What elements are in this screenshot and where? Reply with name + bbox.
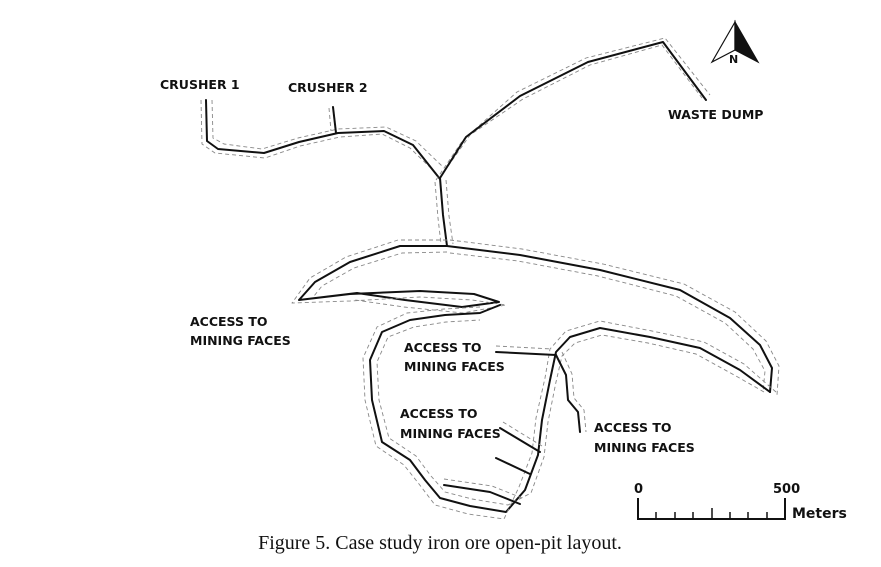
road-access-spur-east: [555, 354, 581, 433]
road-east-ramp: [446, 245, 773, 393]
scale-bar-ticks: [655, 508, 768, 519]
scale-end-label: 500: [773, 482, 800, 497]
access-label-3-line-1: ACCESS TO: [400, 406, 478, 421]
access-label-1-line-2: MINING FACES: [190, 333, 291, 348]
crusher-2-label: CRUSHER 2: [288, 80, 368, 95]
road-buffer-access-spur-2: [502, 421, 543, 447]
road-access-spur-4: [443, 484, 521, 505]
north-arrow-label: N: [729, 53, 738, 66]
scale-bar: 0 500 Meters: [634, 482, 847, 522]
road-waste-dump: [439, 41, 707, 179]
road-pit-loop: [369, 304, 771, 513]
road-buffer-crushers: [200, 99, 439, 176]
road-buffer-access-spur-1: [495, 345, 553, 350]
scale-start-label: 0: [634, 482, 643, 497]
road-buffer-waste-dump: [443, 44, 703, 173]
road-buffer-east-ramp-inner: [449, 252, 766, 393]
access-label-4-line-1: ACCESS TO: [594, 420, 672, 435]
access-label-3-line-2: MINING FACES: [400, 426, 501, 441]
access-label-4-line-2: MINING FACES: [594, 440, 695, 455]
road-buffer-upper-loop-inner: [313, 251, 448, 297]
road-buffer-main-ramp-2: [445, 179, 454, 245]
road-buffer-crushers-inner: [211, 99, 443, 167]
scale-units-label: Meters: [792, 506, 847, 522]
road-crusher-1: [205, 99, 441, 180]
crusher-1-label: CRUSHER 1: [160, 77, 240, 92]
road-upper-loop: [298, 245, 500, 308]
road-buffer-crusher-2-spur: [328, 107, 332, 132]
waste-dump-label: WASTE DUMP: [668, 107, 763, 122]
road-buffer-pit-loop-inner: [376, 319, 765, 506]
road-access-spur-2: [499, 427, 541, 453]
road-main-ramp: [439, 177, 448, 247]
road-buffer-pit-loop-outer: [362, 306, 777, 520]
road-buffer-upper-loop-outer: [291, 239, 507, 314]
road-buffer-east-ramp-outer: [449, 239, 780, 396]
road-buffer-main-ramp: [434, 181, 442, 245]
road-access-spur-3: [495, 457, 531, 475]
road-buffer-access-spur-4: [443, 478, 523, 499]
access-label-2-line-2: MINING FACES: [404, 359, 505, 374]
north-arrow-right-half: [734, 19, 760, 64]
figure-caption: Figure 5. Case study iron ore open-pit l…: [258, 532, 622, 554]
north-arrow-icon: N: [710, 19, 760, 66]
location-labels: CRUSHER 1 CRUSHER 2 WASTE DUMP ACCESS TO…: [160, 77, 763, 455]
haul-road-network: [200, 37, 780, 520]
road-access-spur-1: [495, 351, 557, 356]
road-buffer-access-spur-east: [561, 351, 587, 433]
access-label-1-line-1: ACCESS TO: [190, 314, 268, 329]
access-label-2-line-1: ACCESS TO: [404, 340, 482, 355]
road-crusher-2-spur: [332, 106, 337, 134]
